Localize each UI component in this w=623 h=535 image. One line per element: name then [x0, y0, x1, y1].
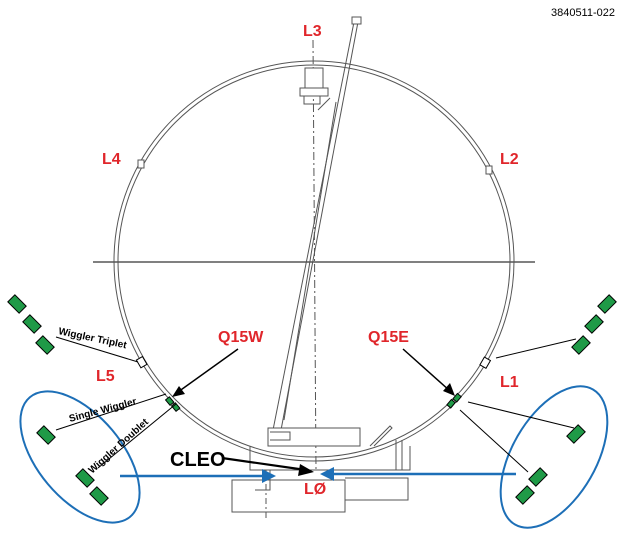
east-wiggler-ellipse	[499, 385, 609, 529]
label-l1: L1	[500, 374, 519, 391]
single-wiggler-east	[467, 401, 586, 444]
transfer-line	[272, 16, 362, 431]
storage-ring-outer	[113, 60, 515, 462]
label-l0: LØ	[304, 481, 326, 498]
cleo-arrow	[221, 456, 314, 476]
ring-marker-q15w-2	[170, 402, 181, 413]
ring-marker-q15w	[164, 396, 175, 407]
interaction-region	[231, 425, 411, 520]
ring-marker-q15e-2	[452, 392, 462, 403]
wiggler-triplet-east	[495, 294, 617, 359]
east-beam-arrow	[320, 467, 516, 481]
west-wiggler-ellipse	[19, 390, 141, 524]
wiggler-triplet-west	[7, 294, 139, 363]
q15e-arrow	[402, 348, 455, 396]
label-q15e: Q15E	[368, 329, 409, 346]
label-wiggler-doublet: Wiggler Doublet	[87, 416, 152, 476]
q15w-arrow	[172, 348, 239, 397]
l2-notch	[485, 165, 493, 175]
l4-notch	[137, 159, 145, 169]
ring-marker-l5	[135, 355, 148, 369]
l3-building	[299, 67, 329, 105]
figure-id: 3840511-022	[551, 7, 615, 19]
label-l5: L5	[96, 368, 115, 385]
label-l2: L2	[500, 151, 519, 168]
ring-marker-l1	[479, 356, 492, 370]
west-beam-arrow	[120, 469, 276, 483]
single-wiggler-west	[36, 393, 167, 445]
ring-marker-q15e	[446, 398, 456, 409]
label-l3: L3	[303, 23, 322, 40]
wiggler-doublet-east	[459, 409, 548, 505]
wiggler-doublet-west	[75, 403, 177, 506]
storage-ring-inner	[117, 64, 511, 458]
label-l4: L4	[102, 151, 121, 168]
label-cleo: CLEO	[170, 449, 226, 471]
label-q15w: Q15W	[218, 329, 264, 346]
